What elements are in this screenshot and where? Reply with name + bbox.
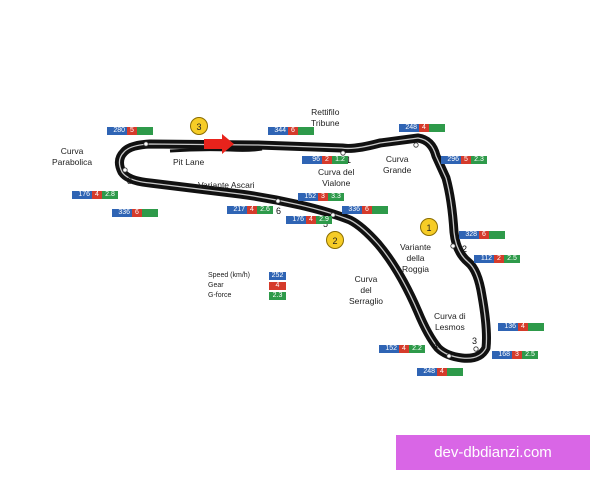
track-outline [114, 133, 491, 363]
corner-dot [473, 346, 479, 352]
sector-marker: 3 [190, 117, 208, 135]
label-pit-lane: Pit Lane [173, 157, 205, 167]
corner-dot [446, 353, 452, 359]
legend-row-gear: Gear 4 [208, 281, 286, 290]
label-curva-grande: Curva Grande [383, 154, 412, 175]
corner-dot [143, 141, 149, 147]
turn-number: 8 [127, 176, 133, 186]
label-curva-del-vialone: Curva del Vialone [318, 167, 355, 188]
turn-number: 1 [346, 155, 352, 165]
legend-row-speed: Speed (km/h) 252 [208, 271, 286, 280]
sector-marker: 2 [326, 231, 344, 249]
corner-dot [122, 167, 128, 173]
label-rettifilo-tribune: Rettifilo Tribune [311, 107, 340, 128]
turn-number: 4 [433, 341, 439, 351]
turn-number: 6 [276, 206, 282, 216]
corner-dot [413, 142, 419, 148]
legend: Speed (km/h) 252 Gear 4 G-force 2.3 [208, 271, 286, 301]
corner-dot [340, 150, 346, 156]
sector-marker: 1 [420, 218, 438, 236]
turn-number: 3 [472, 336, 478, 346]
corner-markers [122, 141, 479, 359]
pit-arrow [204, 134, 234, 154]
label-variante-della-roggia: Variante della Roggia [400, 242, 432, 274]
label-variante-ascari: Variante Ascari [198, 180, 255, 190]
label-curva-di-lesmos: Curva di Lesmos [434, 311, 466, 332]
label-curva-del-serraglio: Curva del Serraglio [349, 274, 384, 306]
label-curva-parabolica: Curva Parabolica [52, 146, 93, 167]
turn-number: 2 [462, 244, 468, 254]
legend-row-gforce: G-force 2.3 [208, 291, 286, 300]
watermark-banner: dev-dbdianzi.com [396, 435, 590, 470]
corner-dot [450, 243, 456, 249]
turn-number: 5 [323, 219, 329, 229]
corner-dot [275, 198, 281, 204]
